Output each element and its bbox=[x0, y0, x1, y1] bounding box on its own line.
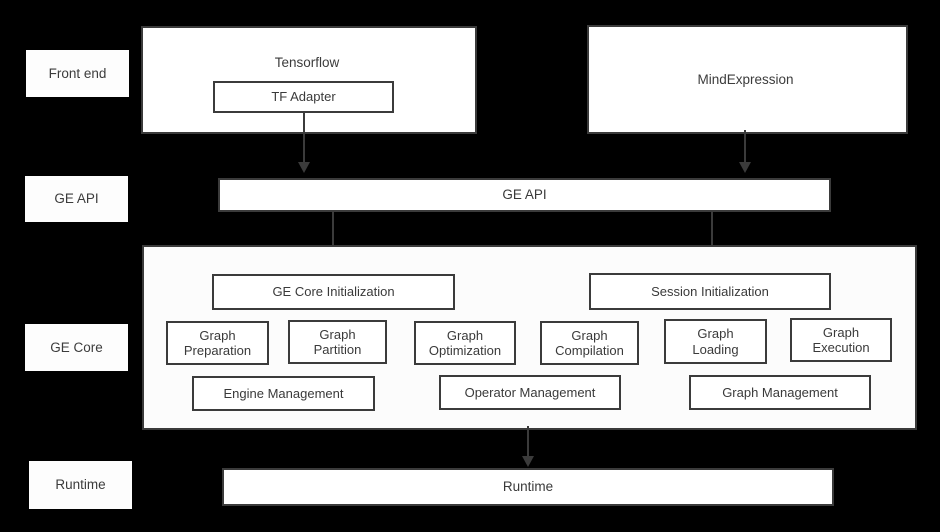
module-box-operator-management[interactable]: Operator Management bbox=[439, 375, 621, 410]
module-box-graph-preparation[interactable]: Graph Preparation bbox=[166, 321, 269, 365]
tf-adapter-box[interactable]: TF Adapter bbox=[213, 81, 394, 113]
session-initialization-box[interactable]: Session Initialization bbox=[589, 273, 831, 310]
module-box-graph-compilation[interactable]: Graph Compilation bbox=[540, 321, 639, 365]
layer-label-runtime: Runtime bbox=[29, 461, 132, 509]
arrowhead-tf-adapter-to-ge-api bbox=[298, 162, 310, 173]
runtime-bar[interactable]: Runtime bbox=[222, 468, 834, 506]
tf-adapter-stub-line bbox=[303, 113, 305, 130]
module-box-engine-management[interactable]: Engine Management bbox=[192, 376, 375, 411]
framework-box-tensorflow[interactable] bbox=[141, 26, 477, 134]
connector-mindexpression-to-ge-api bbox=[744, 130, 746, 164]
ge-api-bar[interactable]: GE API bbox=[218, 178, 831, 212]
framework-box-mindexpression[interactable] bbox=[587, 25, 908, 134]
framework-title-mindexpression: MindExpression bbox=[697, 72, 794, 87]
module-box-graph-execution[interactable]: Graph Execution bbox=[790, 318, 892, 362]
layer-label-ge-core: GE Core bbox=[25, 324, 128, 371]
arrowhead-mindexpression-to-ge-api bbox=[739, 162, 751, 173]
arrowhead-ge-core-to-runtime bbox=[522, 456, 534, 467]
framework-title-tensorflow: Tensorflow bbox=[274, 55, 340, 70]
layer-label-ge-api: GE API bbox=[25, 176, 128, 222]
module-box-graph-management[interactable]: Graph Management bbox=[689, 375, 871, 410]
module-box-graph-optimization[interactable]: Graph Optimization bbox=[414, 321, 516, 365]
ge-core-initialization-box[interactable]: GE Core Initialization bbox=[212, 274, 455, 310]
module-box-graph-partition[interactable]: Graph Partition bbox=[288, 320, 387, 364]
connector-tf-adapter-to-ge-api bbox=[303, 130, 305, 164]
connector-ge-api-to-session-init bbox=[711, 212, 713, 260]
module-box-graph-loading[interactable]: Graph Loading bbox=[664, 319, 767, 364]
connector-ge-api-to-ge-core-init bbox=[332, 212, 334, 260]
layer-label-front-end: Front end bbox=[26, 50, 129, 97]
connector-ge-core-to-runtime bbox=[527, 426, 529, 458]
